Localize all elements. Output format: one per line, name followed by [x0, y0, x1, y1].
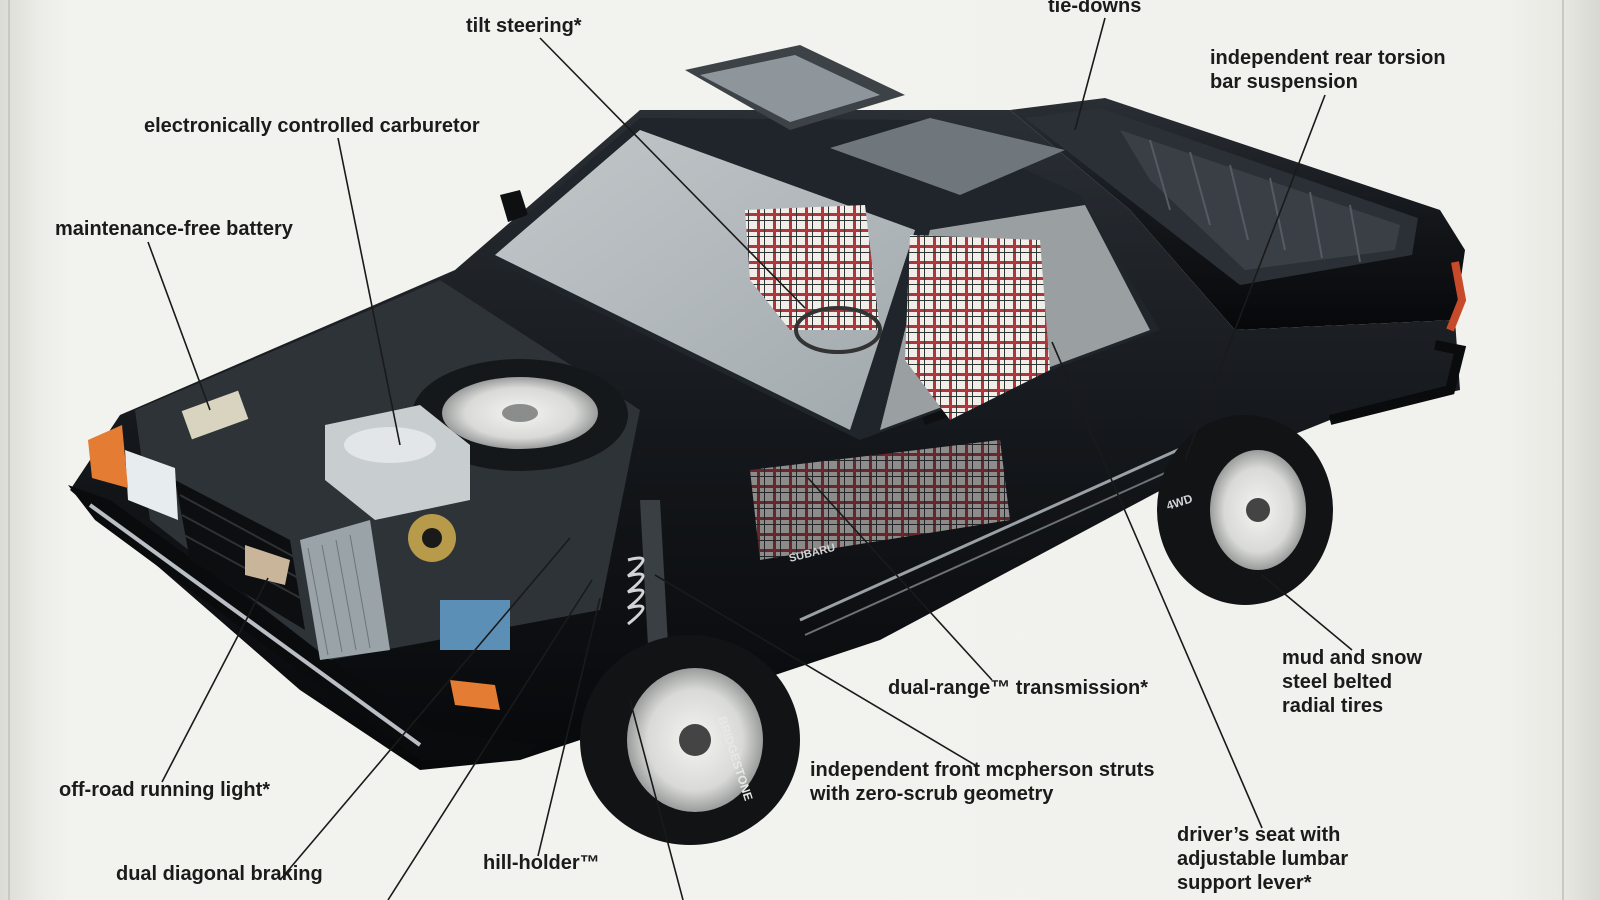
leader-tie-downs [1074, 17, 1106, 131]
leader-drivers-seat [1051, 341, 1263, 829]
callout-tilt-steering: tilt steering* [466, 15, 582, 37]
leader-tilt-steering [539, 37, 806, 309]
leader-rear-suspension [1184, 94, 1326, 461]
callout-drivers-seat: driver’s seat with adjustable lumbar sup… [1177, 824, 1349, 894]
leader-struts [654, 574, 976, 766]
callout-rear-suspension: independent rear torsion bar suspension [1210, 47, 1446, 93]
page-gutter-right [1562, 0, 1564, 900]
cabin [480, 45, 1160, 560]
leader-braking-1 [279, 537, 571, 881]
leader-lines [147, 17, 1353, 900]
callout-transmission: dual-range™ transmission* [888, 677, 1149, 699]
rear-wheel [1157, 415, 1333, 605]
callout-tires: mud and snow steel belted radial tires [1282, 647, 1422, 717]
leader-tires [1261, 574, 1353, 651]
leader-transmission [807, 477, 993, 681]
page-gutter-left [8, 0, 10, 900]
front-strut [627, 500, 670, 682]
callout-hill-holder: hill-holder™ [483, 852, 600, 874]
callout-battery: maintenance-free battery [55, 218, 293, 240]
cargo-bed [1010, 98, 1465, 330]
leader-battery [147, 241, 211, 411]
callout-front-struts: independent front mcpherson struts with … [810, 759, 1155, 805]
leader-carburetor [337, 137, 401, 446]
front-wheel [580, 635, 800, 845]
callout-carburetor: electronically controlled carburetor [144, 115, 480, 137]
leader-braking-2 [387, 579, 593, 900]
engine-bay [88, 280, 640, 710]
leader-strut-bottom [629, 699, 684, 900]
callout-tie-downs: tie-downs [1048, 0, 1142, 17]
callout-dual-braking: dual diagonal braking [116, 863, 323, 885]
leader-off-road-light [161, 577, 269, 783]
leader-hill-holder [537, 597, 601, 857]
callout-off-road-light: off-road running light* [59, 779, 271, 801]
